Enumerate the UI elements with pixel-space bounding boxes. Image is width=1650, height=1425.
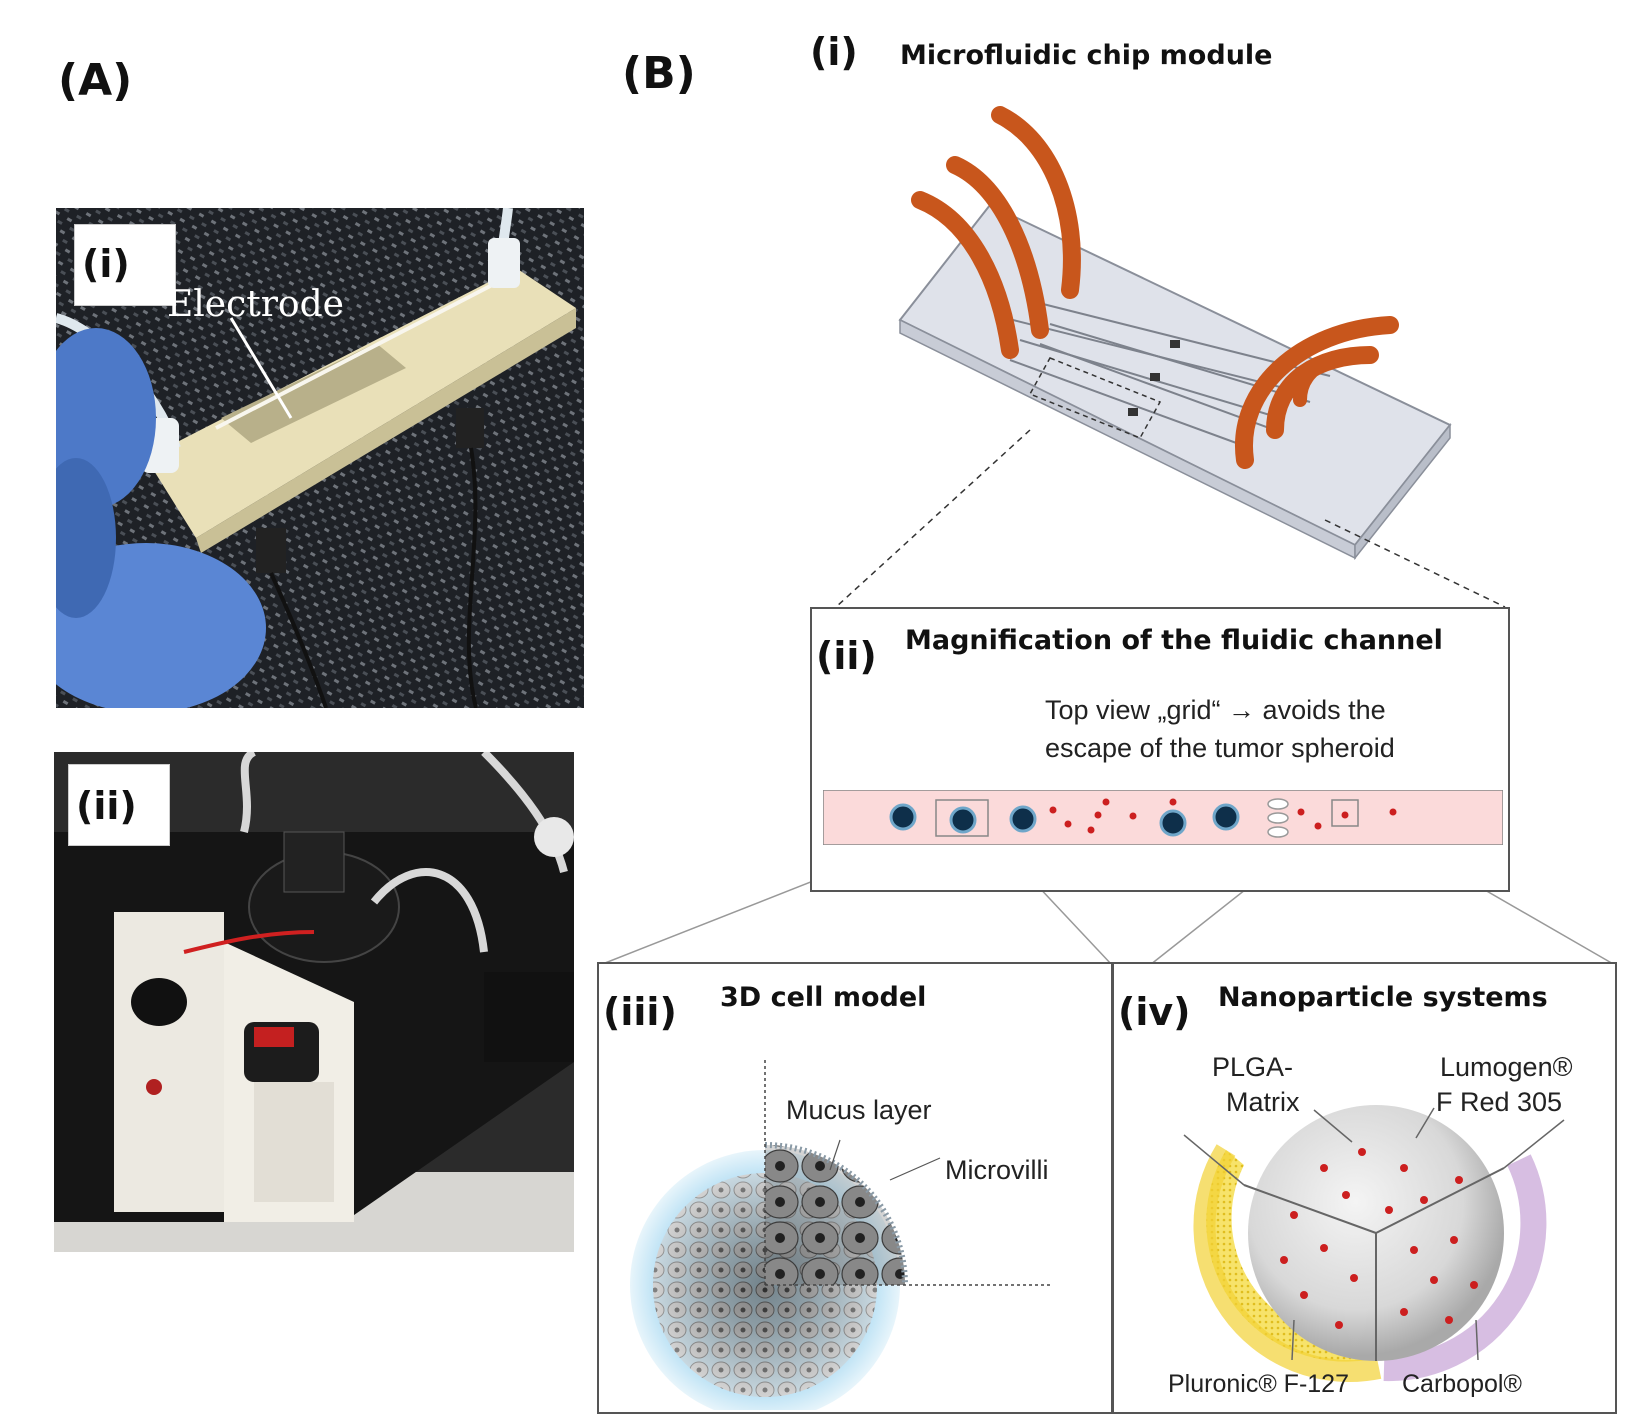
- tumor-spheroid: [889, 803, 1240, 837]
- nanoparticle-drawing: [1183, 1105, 1565, 1383]
- grid-note-line1: Top view „grid“ → avoids the: [1045, 695, 1386, 725]
- b-iv-label: (iv): [1118, 990, 1191, 1034]
- carbopol-label: Carbopol®: [1402, 1370, 1522, 1398]
- device-photo: [54, 752, 574, 1252]
- cell-model-title: 3D cell model: [720, 982, 927, 1013]
- panel-a-label: (A): [58, 55, 133, 106]
- electrode-chip-photo: [56, 208, 584, 708]
- grid-note-line2: escape of the tumor spheroid: [1045, 733, 1395, 763]
- b-ii-label: (ii): [816, 634, 877, 678]
- b-iii-label: (iii): [603, 990, 677, 1034]
- b-i-label: (i): [810, 30, 858, 74]
- fluidic-channel: [823, 790, 1503, 845]
- nanoparticle-title: Nanoparticle systems: [1218, 982, 1548, 1013]
- plga-label-2: Matrix: [1226, 1087, 1300, 1117]
- channel-magnification-title: Magnification of the fluidic channel: [905, 625, 1443, 656]
- electrode-label: Electrode: [167, 284, 344, 325]
- grid-barrier: [1267, 798, 1289, 838]
- photo-ii-label: (ii): [76, 784, 137, 828]
- panel-b-label: (B): [622, 48, 696, 99]
- chip-module-title: Microfluidic chip module: [900, 40, 1273, 71]
- lumogen-label-2: F Red 305: [1436, 1087, 1563, 1117]
- lumogen-label-1: Lumogen®: [1440, 1052, 1573, 1082]
- spheroid-drawing: [630, 1060, 1050, 1410]
- photo-i-label: (i): [82, 242, 130, 286]
- pluronic-label: Pluronic® F-127: [1168, 1370, 1349, 1398]
- mucus-layer-label: Mucus layer: [786, 1095, 932, 1125]
- microvilli-label: Microvilli: [945, 1155, 1049, 1185]
- nanoparticles: [1049, 798, 1397, 834]
- plga-label-1: PLGA-: [1212, 1052, 1294, 1082]
